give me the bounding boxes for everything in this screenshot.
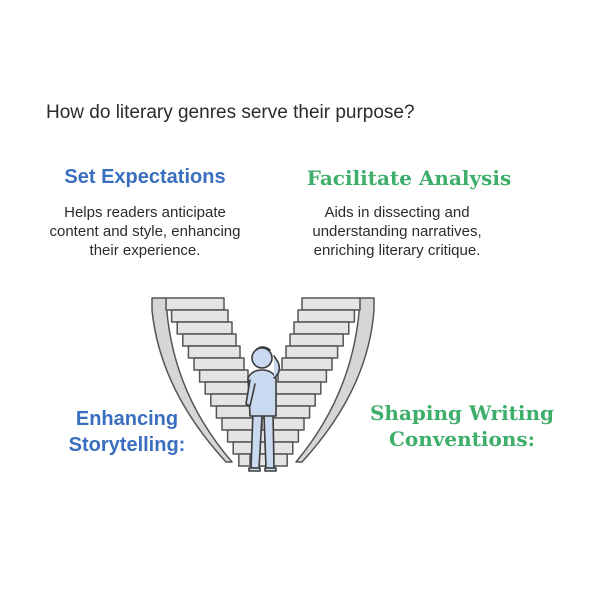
right-stair-step	[289, 333, 344, 347]
right-stair-step	[277, 369, 328, 383]
left-stair-step	[204, 381, 253, 395]
left-stair-step	[182, 333, 237, 347]
shaping-conventions-heading: Shaping Writing Conventions:	[369, 401, 555, 451]
left-staircase	[151, 297, 277, 467]
left-stair-step	[170, 309, 229, 323]
facilitate-analysis-description: Aids in dissecting and understanding nar…	[312, 204, 482, 259]
left-stair-step	[187, 345, 241, 359]
page-title: How do literary genres serve their purpo…	[46, 102, 415, 123]
left-stair-step	[165, 297, 225, 311]
left-stair-step	[176, 321, 233, 335]
set-expectations-description: Helps readers anticipate content and sty…	[49, 204, 241, 259]
right-stair-step	[293, 321, 350, 335]
facilitate-analysis-heading: Facilitate Analysis	[306, 166, 512, 190]
right-stair-step	[281, 357, 333, 371]
right-stair-step	[273, 381, 322, 395]
left-stair-step	[193, 357, 245, 371]
left-stair-step	[198, 369, 249, 383]
right-stair-step	[301, 297, 361, 311]
right-stair-step	[297, 309, 356, 323]
set-expectations-heading: Set Expectations	[64, 166, 226, 188]
thinking-person-icon	[245, 346, 281, 472]
enhancing-storytelling-heading: Enhancing Storytelling:	[68, 408, 186, 456]
right-stair-step	[285, 345, 339, 359]
